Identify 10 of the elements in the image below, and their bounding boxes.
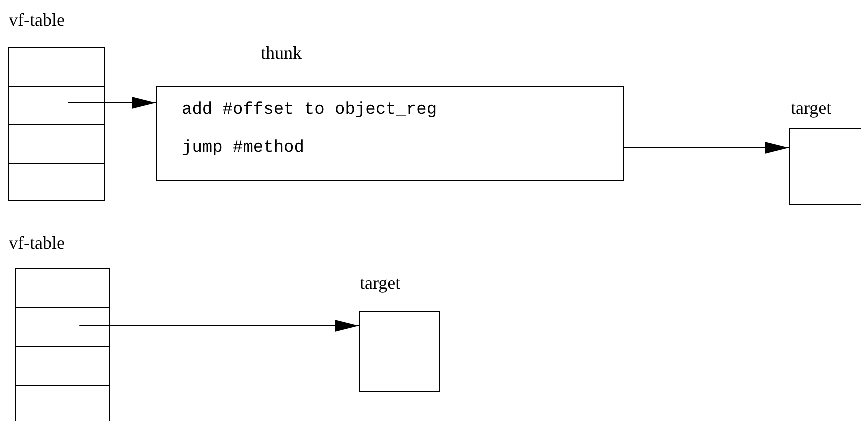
node-heading: vf-table: [9, 10, 65, 31]
node-heading: target: [791, 98, 832, 119]
node-heading: thunk: [261, 43, 302, 64]
code-line: add #offset to object_reg: [182, 101, 438, 120]
arrow: [68, 97, 156, 109]
arrow: [79, 320, 360, 332]
arrow: [624, 142, 790, 154]
node-heading: vf-table: [9, 233, 65, 254]
node-heading: target: [360, 273, 401, 294]
code-line: jump #method: [182, 139, 304, 158]
